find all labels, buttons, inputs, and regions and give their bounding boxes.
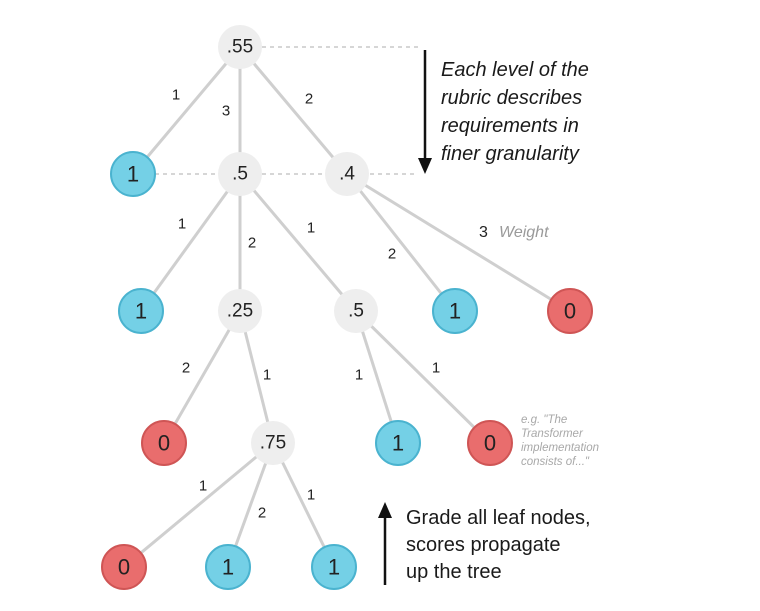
annotation-line: scores propagate: [406, 534, 561, 556]
annotation-propagate: Grade all leaf nodes, scores propagate u…: [406, 505, 636, 586]
edge-mid-right: [238, 173, 358, 312]
edge-l2mid-fail: [162, 310, 242, 444]
node-internal-score: .25: [227, 301, 253, 322]
annotation-line: implementation: [521, 442, 599, 454]
leaf-node-pass: [118, 288, 164, 334]
leaf-node-score: 0: [484, 431, 496, 456]
weight-label: 2: [388, 246, 396, 263]
edge-l2right-fail: [354, 309, 492, 445]
edge-right-fail: [346, 172, 571, 313]
edge-root-right: [238, 46, 349, 175]
leaf-node-fail: [141, 420, 187, 466]
leaf-node-pass: [311, 544, 357, 590]
edge-l2mid-l3mid: [238, 310, 275, 444]
node-internal: [218, 152, 262, 196]
annotation-line: Each level of the: [441, 59, 589, 81]
tree-nodes: .55 1 .5 .4 1 .25 .5 1 0 0 .75 1 0 0 1 1: [101, 25, 593, 590]
weight-label: 1: [172, 87, 180, 104]
leaf-node-fail: [467, 420, 513, 466]
node-internal: [334, 289, 378, 333]
annotation-line: Grade all leaf nodes,: [406, 507, 591, 529]
leaf-node-score: 1: [222, 555, 234, 580]
arrow-down-icon: [418, 50, 432, 174]
leaf-node-score: 1: [328, 555, 340, 580]
edge-l3mid-pass-b: [271, 442, 336, 568]
annotation-granularity: Each level of the rubric describes requi…: [441, 56, 641, 168]
weight-label: 2: [182, 360, 190, 377]
weight-label: 2: [248, 235, 256, 252]
leaf-node-fail: [547, 288, 593, 334]
weight-label: 1: [355, 367, 363, 384]
edge-right-leaf: [345, 173, 457, 312]
leaf-node-score: 0: [118, 555, 130, 580]
annotation-line: up the tree: [406, 561, 502, 583]
node-internal-score: .5: [232, 164, 248, 185]
annotation-line: e.g. "The: [521, 414, 568, 426]
leaf-node-score: 1: [135, 299, 147, 324]
weight-label: 1: [178, 216, 186, 233]
leaf-node-pass: [375, 420, 421, 466]
node-internal: [325, 152, 369, 196]
weight-legend-label: Weight: [499, 224, 549, 241]
edge-mid-leaf: [139, 173, 242, 312]
weight-label: 2: [305, 91, 313, 108]
weight-label: 1: [307, 220, 315, 237]
annotation-line: Transformer: [521, 428, 583, 440]
node-internal-score: .5: [348, 301, 364, 322]
annotation-line: requirements in: [441, 115, 579, 137]
edge-l3mid-fail: [123, 441, 274, 569]
node-internal-score: .4: [339, 164, 355, 185]
weight-label: 3: [222, 103, 230, 120]
tree-edges: [123, 46, 571, 569]
weight-label: 1: [432, 360, 440, 377]
node-root: [218, 25, 262, 69]
edge-l2right-pass: [354, 310, 400, 444]
node-internal: [251, 421, 295, 465]
node-root-score: .55: [227, 37, 253, 58]
leaf-node-pass: [432, 288, 478, 334]
leaf-node-score: 0: [158, 431, 170, 456]
leaf-node-pass: [205, 544, 251, 590]
weight-label: 1: [307, 487, 315, 504]
annotation-leaf-example: e.g. "The Transformer implementation con…: [521, 413, 631, 469]
leaf-node-fail: [101, 544, 147, 590]
leaf-node-score: 0: [564, 299, 576, 324]
weight-labels: 1 3 2 1 2 1 2 2 1 1 1 1 2 1 3 Weight: [172, 87, 549, 522]
leaf-node-score: 1: [449, 299, 461, 324]
weight-label: 2: [258, 505, 266, 522]
node-internal-score: .75: [260, 433, 286, 454]
arrow-up-icon: [378, 502, 392, 585]
weight-legend-number: 3: [479, 224, 488, 241]
weight-label: 1: [199, 478, 207, 495]
annotation-line: finer granularity: [441, 143, 579, 165]
node-internal: [218, 289, 262, 333]
leaf-node-pass: [110, 151, 156, 197]
annotation-line: consists of...": [521, 456, 589, 468]
annotation-line: rubric describes: [441, 87, 583, 109]
leaf-node-score: 1: [392, 431, 404, 456]
leaf-node-score: 1: [127, 162, 139, 187]
weight-label: 1: [263, 367, 271, 384]
edge-root-leaf: [131, 46, 242, 175]
